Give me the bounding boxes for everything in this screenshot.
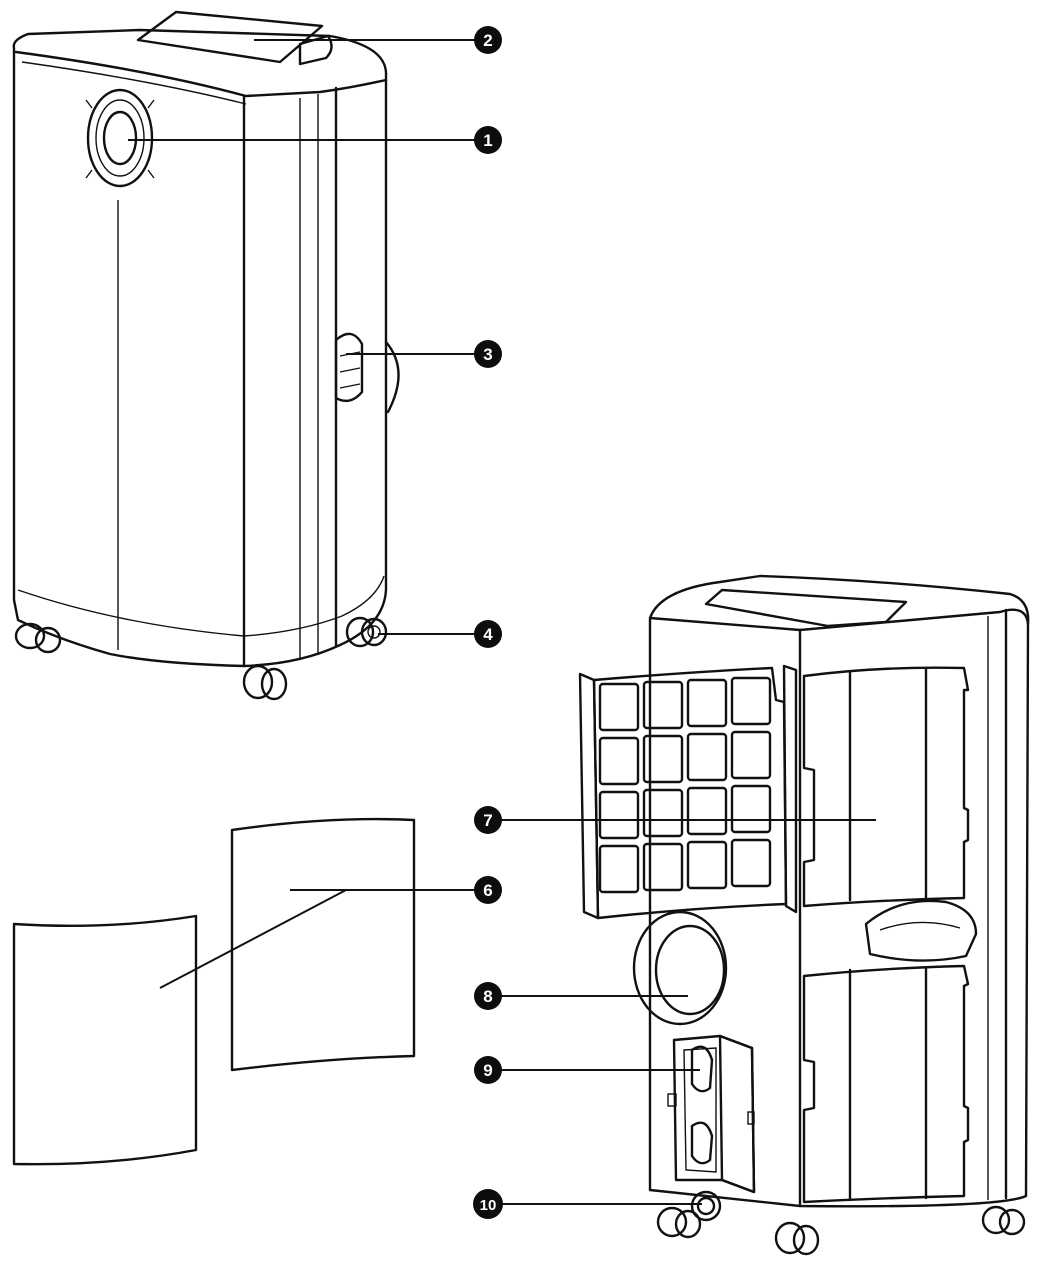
svg-text:10: 10 [480, 1197, 497, 1214]
callout-badge-7: 7 [474, 806, 502, 834]
callout-badge-1: 1 [474, 126, 502, 154]
callout-badge-9: 9 [474, 1056, 502, 1084]
svg-text:7: 7 [483, 811, 492, 830]
svg-text:8: 8 [483, 987, 492, 1006]
callout-badge-10: 10 [473, 1189, 503, 1219]
leader-lines [128, 39, 876, 1205]
air-outlet-front [85, 88, 155, 188]
callout-badge-6: 6 [474, 876, 502, 904]
rear-unit [578, 574, 1030, 1256]
drain-plug [690, 1190, 722, 1222]
svg-text:1: 1 [483, 131, 492, 150]
drain-compartment [667, 1034, 756, 1194]
svg-text:6: 6 [483, 881, 492, 900]
rear-wheels [656, 1205, 1026, 1256]
callout-badge-4: 4 [474, 620, 502, 648]
filter-mesh-diamond [230, 817, 416, 1072]
callout-badge-2: 2 [474, 26, 502, 54]
svg-text:3: 3 [483, 345, 492, 364]
svg-text:9: 9 [483, 1061, 492, 1080]
svg-text:2: 2 [483, 31, 492, 50]
callout-badge-3: 3 [474, 340, 502, 368]
exhaust-outlet [632, 910, 728, 1026]
filter-frame [578, 664, 798, 920]
side-handle [334, 332, 400, 414]
front-unit [12, 10, 400, 701]
front-wheels [14, 616, 388, 701]
callout-badge-8: 8 [474, 982, 502, 1010]
filter-mesh-grid [12, 914, 198, 1166]
svg-text:4: 4 [483, 625, 493, 644]
